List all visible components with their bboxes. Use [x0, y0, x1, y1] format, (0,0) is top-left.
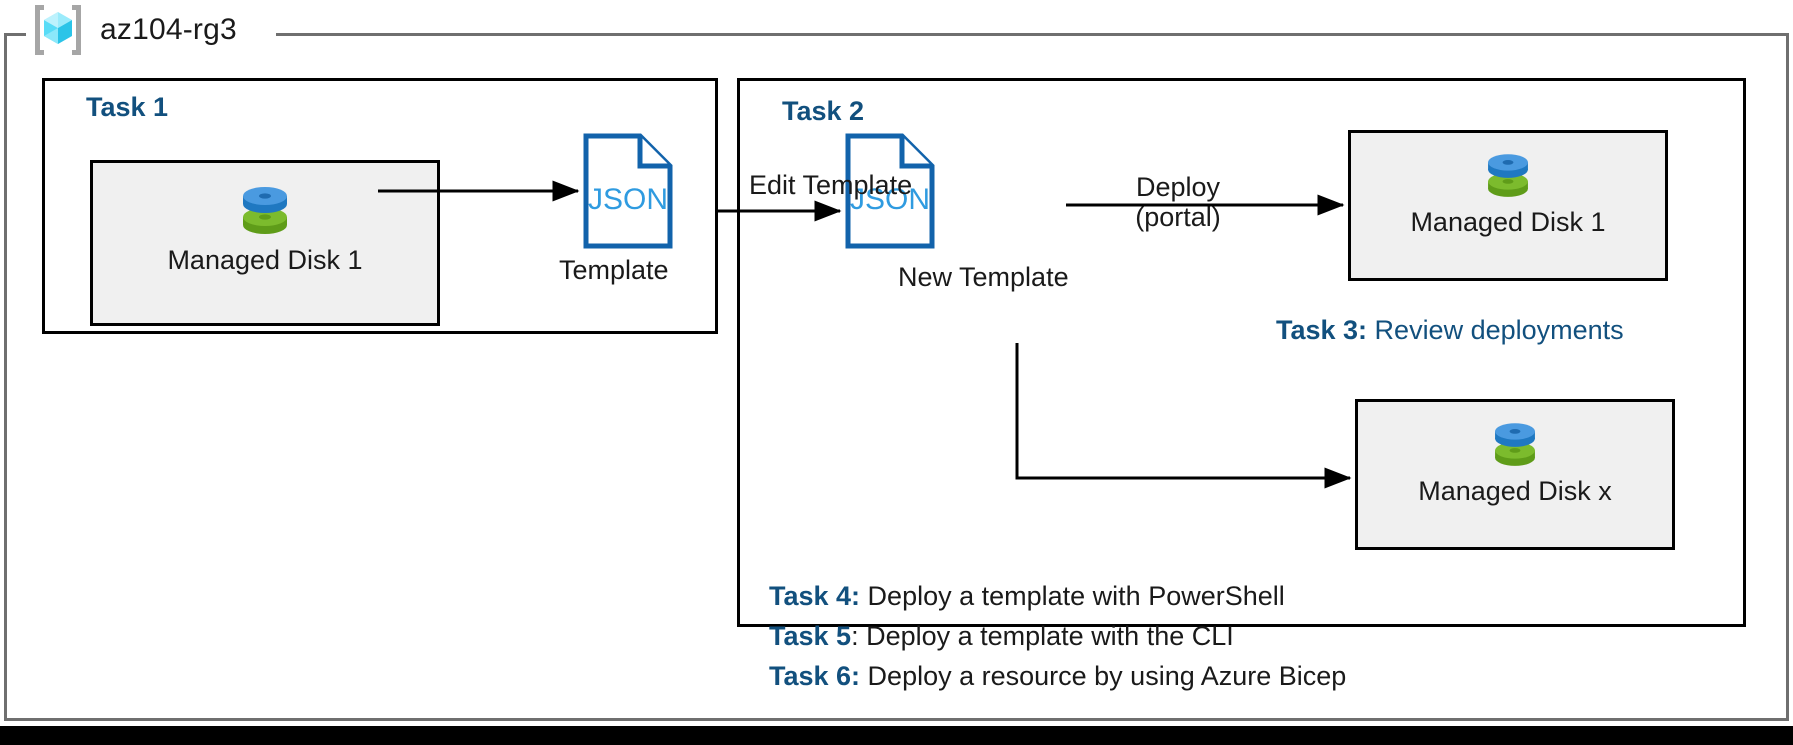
- task-6-note: Task 6: Deploy a resource by using Azure…: [769, 659, 1346, 694]
- managed-disk-x-label: Managed Disk x: [1418, 476, 1612, 506]
- json-document-icon: JSON: [583, 133, 673, 249]
- template-1-caption: Template: [559, 255, 669, 285]
- managed-disk-x-card: Managed Disk x: [1355, 399, 1675, 550]
- task-1-container: [42, 78, 718, 334]
- task-2-heading: Task 2: [782, 96, 865, 126]
- task-6-note-value: Deploy a resource by using Azure Bicep: [860, 661, 1347, 691]
- managed-disk-icon: [233, 163, 297, 243]
- resource-group-header: az104-rg3: [30, 2, 245, 58]
- managed-disk-1-card: Managed Disk 1: [90, 160, 440, 326]
- managed-disk-1-deployed-label: Managed Disk 1: [1410, 207, 1606, 237]
- task-6-note-key: Task 6:: [769, 661, 861, 691]
- managed-disk-icon: [1479, 133, 1537, 205]
- resource-group-frame: [4, 33, 1789, 721]
- task-3-note: Task 3: Review deployments: [1276, 313, 1624, 348]
- svg-text:JSON: JSON: [850, 183, 930, 216]
- task-3-note-key: Task 3:: [1276, 315, 1368, 345]
- deploy-edge-label: Deploy (portal): [1098, 172, 1258, 232]
- bottom-bar: [0, 726, 1793, 745]
- deploy-edge-label-line2: (portal): [1135, 202, 1221, 233]
- task-4-note: Task 4: Deploy a template with PowerShel…: [769, 579, 1285, 614]
- svg-text:JSON: JSON: [588, 183, 668, 216]
- edit-template-edge-label: Edit Template: [749, 170, 913, 200]
- resource-group-frame-top-right: [276, 33, 1789, 36]
- task-3-note-value: Review deployments: [1367, 315, 1624, 345]
- managed-disk-icon: [1486, 402, 1544, 474]
- resource-group-name: az104-rg3: [100, 13, 237, 46]
- managed-disk-1-deployed-card: Managed Disk 1: [1348, 130, 1668, 281]
- task-1-heading: Task 1: [86, 92, 169, 122]
- task-4-note-value: Deploy a template with PowerShell: [860, 581, 1285, 611]
- task-2-container: [737, 78, 1746, 627]
- resource-group-frame-top-left: [4, 33, 26, 36]
- task-5-note: Task 5: Deploy a template with the CLI: [769, 619, 1234, 654]
- task-5-note-key: Task 5: [769, 621, 852, 651]
- task-4-note-key: Task 4:: [769, 581, 861, 611]
- azure-resource-group-icon: [30, 2, 86, 58]
- new-template-caption: New Template: [898, 262, 1069, 292]
- managed-disk-1-label: Managed Disk 1: [167, 245, 363, 275]
- json-document-icon-new: JSON: [845, 133, 935, 249]
- task-5-note-value: : Deploy a template with the CLI: [851, 621, 1234, 651]
- deploy-edge-label-line1: Deploy: [1135, 172, 1221, 202]
